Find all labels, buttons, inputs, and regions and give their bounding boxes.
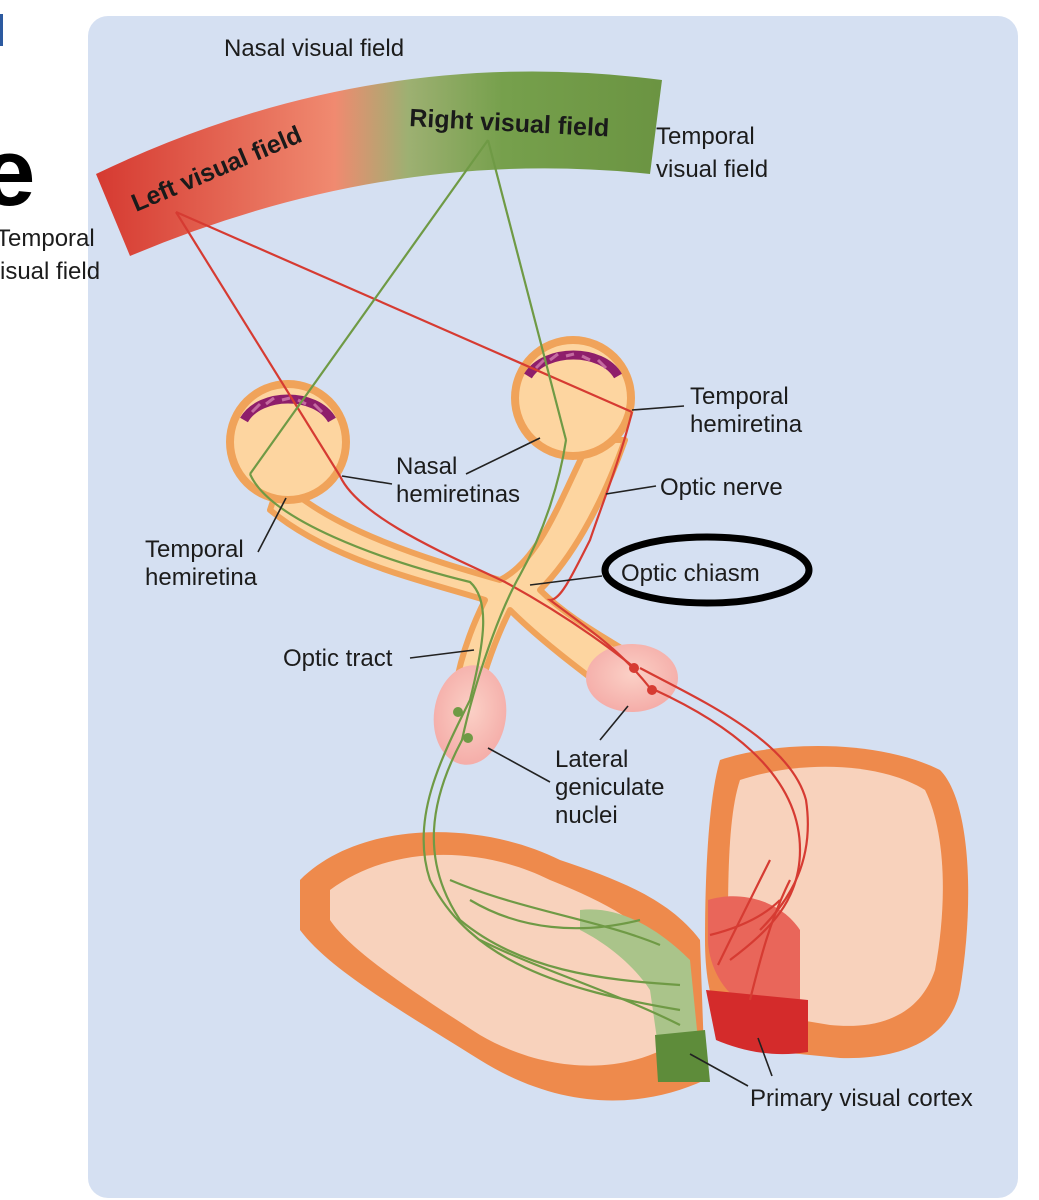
temporal-visual-field-right-label: Temporal xyxy=(656,123,755,150)
partial-heading: e xyxy=(0,119,35,226)
temporal-hemiretina-left-label: Temporal xyxy=(145,536,244,563)
temporal-visual-field-left-label-2: visual field xyxy=(0,258,100,285)
lgn-label-2: geniculate xyxy=(555,774,664,801)
primary-visual-cortex-label: Primary visual cortex xyxy=(750,1085,973,1112)
optic-chiasm-label: Optic chiasm xyxy=(621,560,760,587)
neural-fibers xyxy=(248,411,809,1026)
light-rays xyxy=(175,139,633,477)
temporal-hemiretina-right-label-2: hemiretina xyxy=(690,411,803,438)
nasal-visual-field-label: Nasal visual field xyxy=(224,35,404,62)
lgn-synapses xyxy=(453,663,657,743)
nasal-hemiretinas-label: Nasal xyxy=(396,453,457,480)
edge-mark xyxy=(0,14,3,46)
optic-nerve-label: Optic nerve xyxy=(660,474,783,501)
eye-right xyxy=(511,336,635,460)
optic-chiasm-annotation-circle xyxy=(601,533,813,607)
nasal-hemiretinas-label-2: hemiretinas xyxy=(396,481,520,508)
lgn-label: Lateral xyxy=(555,746,628,773)
temporal-hemiretina-right-label: Temporal xyxy=(690,383,789,410)
temporal-visual-field-left-label: Temporal xyxy=(0,225,95,252)
lgn-left xyxy=(433,665,507,765)
leader-lines xyxy=(257,405,773,1087)
optic-tract-label: Optic tract xyxy=(283,645,393,672)
visual-field-arc xyxy=(96,71,662,256)
eye-left xyxy=(226,380,350,504)
lgn-label-3: nuclei xyxy=(555,802,618,829)
temporal-visual-field-right-label-2: visual field xyxy=(656,156,768,183)
lgn-right xyxy=(586,644,678,712)
temporal-hemiretina-left-label-2: hemiretina xyxy=(145,564,258,591)
occipital-cortex xyxy=(300,746,969,1101)
